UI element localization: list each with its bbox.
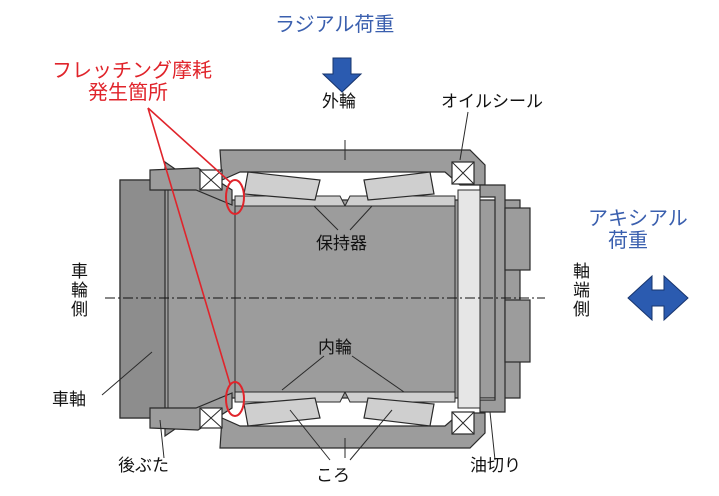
axial-arrow-icon xyxy=(627,274,689,322)
oil-seals xyxy=(199,161,475,435)
leader-lines xyxy=(101,111,496,461)
fretting-wear-highlights xyxy=(147,107,245,417)
oil-thrower-label: 油切り xyxy=(470,456,521,476)
fretting-label-line2: 発生箇所 xyxy=(88,80,168,104)
axle-shaft xyxy=(119,160,521,438)
outer-ring-label: 外輪 xyxy=(322,92,356,112)
fretting-label-line1: フレッチング摩耗 xyxy=(52,58,212,82)
inner-ring-label: 内輪 xyxy=(318,338,352,358)
radial-load-label: ラジアル荷重 xyxy=(275,12,395,36)
rear-cover-label: 後ぶた xyxy=(118,456,169,476)
oil-seal-label: オイルシール xyxy=(441,92,543,112)
rollers-label: ころ xyxy=(316,466,350,486)
oil-thrower xyxy=(457,184,531,413)
radial-arrow-icon xyxy=(321,57,363,93)
axial-load-label-line1: アキシアル xyxy=(588,206,688,230)
axial-load-label-line2: 荷重 xyxy=(608,228,648,252)
axle-end-side-label: 軸端側 xyxy=(569,262,589,319)
inner-ring xyxy=(234,195,456,403)
wheel-side-label: 車輪側 xyxy=(67,262,87,319)
tapered-rollers xyxy=(243,171,435,427)
axle-label: 車軸 xyxy=(52,390,86,410)
cage-label: 保持器 xyxy=(316,234,367,254)
